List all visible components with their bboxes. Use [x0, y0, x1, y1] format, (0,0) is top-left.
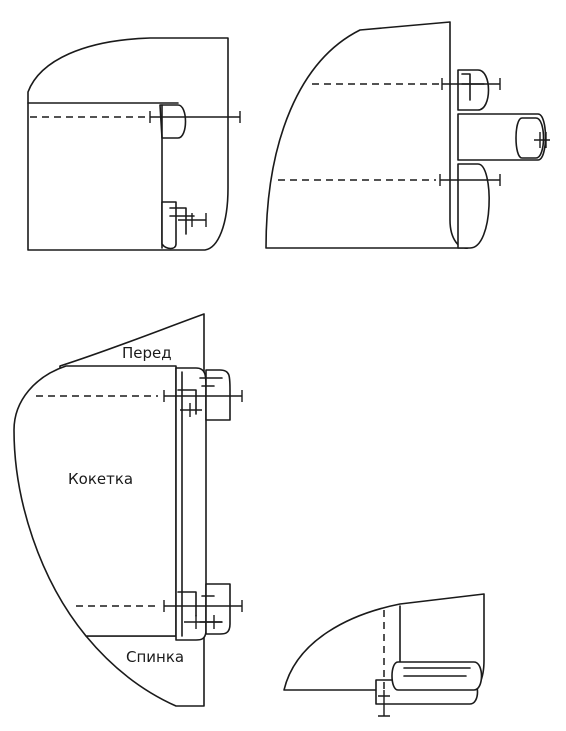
fig3-lower-stitch — [163, 600, 243, 612]
fig4-fold-detail — [403, 667, 471, 677]
fig1-top-stitch — [149, 111, 241, 123]
fig2-panel — [265, 21, 469, 249]
figure-4-hem-seam — [283, 593, 485, 717]
fig3-top-detail — [177, 377, 223, 415]
fig1-bottom-stitch — [178, 213, 207, 227]
fig1-bottom-fold — [161, 201, 177, 250]
fig4-stitch — [378, 690, 390, 717]
fig3-back-panel — [85, 635, 205, 707]
label-front: Перед — [122, 344, 172, 362]
fig1-outer-panel — [27, 37, 229, 251]
fig2-side-fold — [457, 163, 490, 249]
figure-1-edge-seam — [27, 37, 241, 251]
figure-3-yoke-seam: Перед Кокетка Спинка — [13, 313, 243, 707]
fig2-strap-stitch — [534, 132, 550, 148]
fig3-lower-stitch-2 — [184, 615, 222, 629]
fig1-top-fold — [159, 104, 187, 139]
fig3-yoke-panel — [13, 365, 177, 637]
fig2-lower-stitch — [439, 174, 501, 186]
fig1-bottom-fold-inner — [169, 207, 195, 235]
label-yoke: Кокетка — [68, 470, 133, 488]
figure-2-strap-seam — [265, 21, 550, 249]
fig3-upper-stitch — [163, 390, 243, 402]
fig3-right-fold — [175, 367, 207, 641]
fig3-bottom-lap — [205, 583, 231, 635]
fig3-top-lap — [205, 369, 231, 421]
fig2-strap-end — [515, 117, 545, 159]
label-back: Спинка — [126, 648, 184, 666]
fig2-upper-stitch — [441, 78, 501, 90]
fig3-upper-stitch-2 — [180, 403, 202, 417]
fig2-top-fold — [457, 69, 490, 111]
